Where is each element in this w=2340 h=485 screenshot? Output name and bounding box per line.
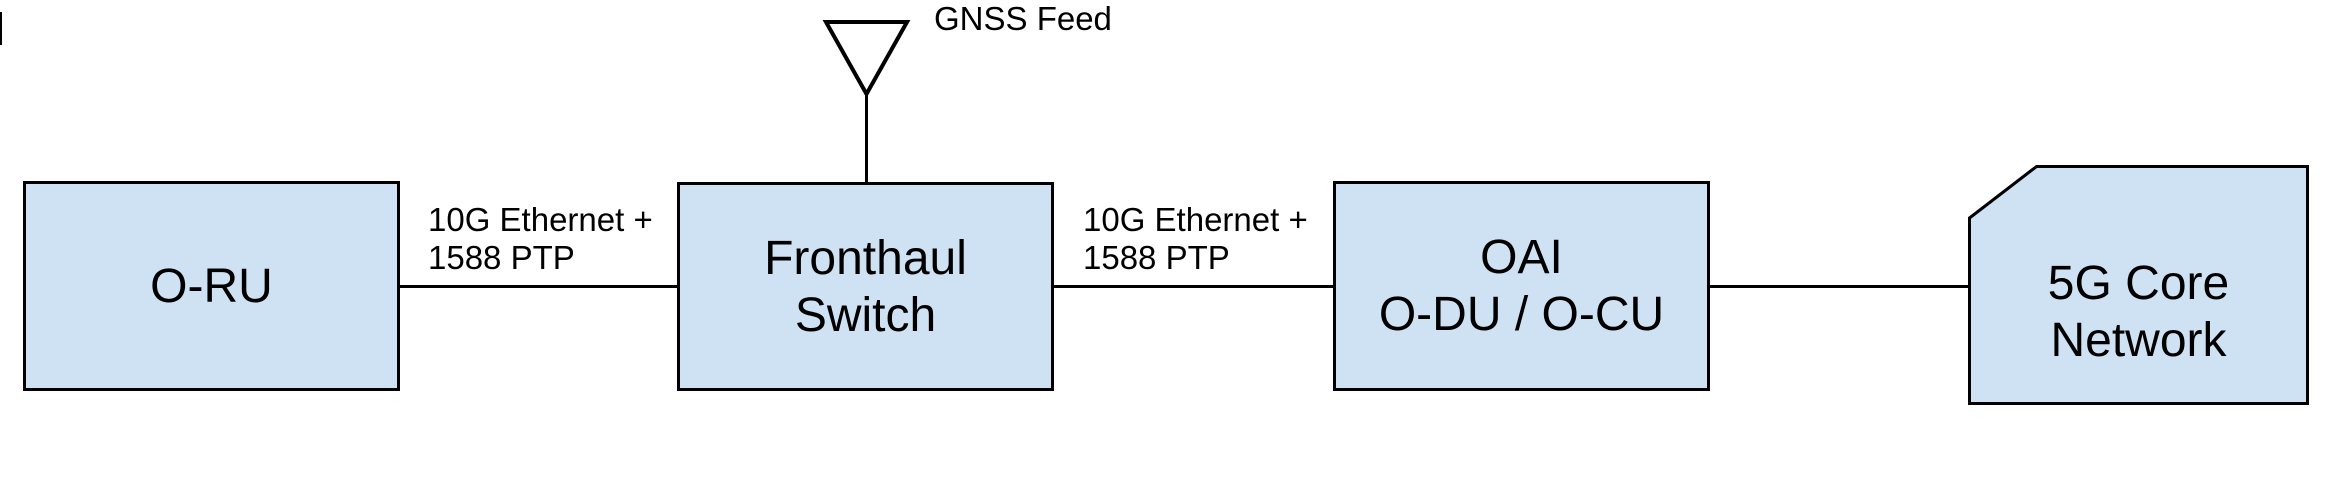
node-5g-core-network: 5G Core Network xyxy=(1968,165,2309,405)
node-5g-core-label: 5G Core Network xyxy=(1968,165,2309,405)
link-label-fronthaul-oai-line1: 10G Ethernet + xyxy=(1083,201,1308,238)
node-fronthaul-switch-label-line2: Switch xyxy=(794,288,937,342)
node-fronthaul-switch: Fronthaul Switch xyxy=(677,182,1054,391)
node-o-ru-label: O-RU xyxy=(150,259,273,313)
node-oai-label-line1: OAI xyxy=(1480,231,1563,284)
node-oai-label-line2: O-DU / O-CU xyxy=(1378,288,1665,341)
node-fronthaul-switch-label-line1: Fronthaul xyxy=(764,231,967,285)
gnss-antenna-icon xyxy=(822,20,911,99)
node-5g-core-label-line2: Network xyxy=(2050,314,2227,367)
link-label-oru-fronthaul-line2: 1588 PTP xyxy=(428,239,575,276)
node-5g-core-shape xyxy=(1968,165,2309,405)
beveled-box-shape xyxy=(1968,165,2309,405)
link-label-fronthaul-oai-line2: 1588 PTP xyxy=(1083,239,1230,276)
node-5g-core-label-line1: 5G Core xyxy=(2047,257,2230,310)
node-o-ru: O-RU xyxy=(23,181,400,391)
node-oai-odu-ocu: OAI O-DU / O-CU xyxy=(1333,181,1710,391)
link-label-oru-fronthaul-line1: 10G Ethernet + xyxy=(428,201,653,238)
link-label-fronthaul-oai: 10G Ethernet + 1588 PTP xyxy=(1083,201,1308,277)
edge-artifact xyxy=(0,12,2,45)
gnss-feed-label-text: GNSS Feed xyxy=(934,0,1112,37)
gnss-feed-label: GNSS Feed xyxy=(934,0,1112,38)
link-label-oru-fronthaul: 10G Ethernet + 1588 PTP xyxy=(428,201,653,277)
